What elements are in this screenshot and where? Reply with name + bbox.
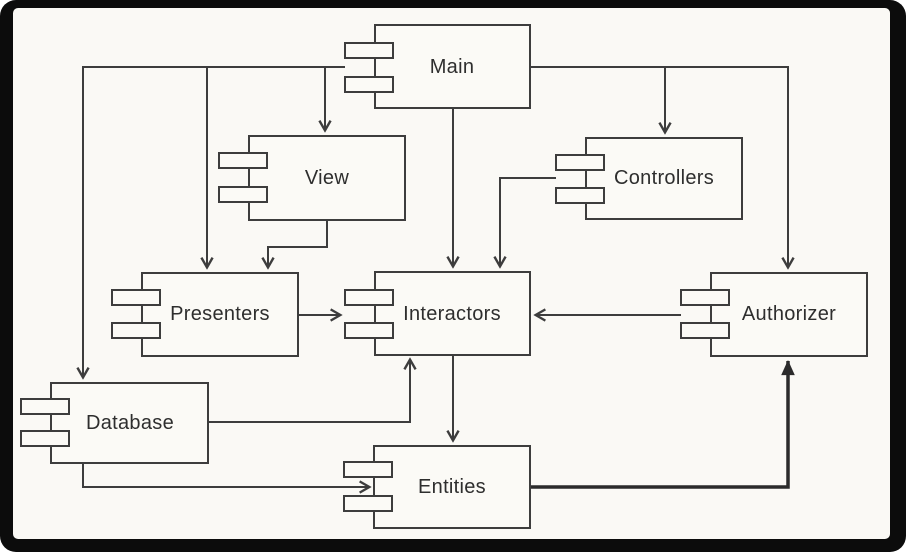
edge-database-to-interactors (208, 360, 410, 423)
uml-component-icon (343, 461, 393, 478)
component-box (374, 24, 531, 109)
uml-component-icon (680, 289, 730, 306)
component-database: Database (20, 382, 209, 464)
uml-component-icon (218, 186, 268, 203)
component-main: Main (344, 24, 531, 109)
component-label: Entities (418, 476, 486, 498)
uml-component-icon (344, 76, 394, 93)
uml-component-icon (344, 289, 394, 306)
uml-component-icon (20, 430, 70, 447)
edge-main-to-database (83, 66, 345, 377)
component-view: View (218, 135, 406, 221)
uml-component-icon (344, 322, 394, 339)
component-authorizer: Authorizer (680, 272, 868, 357)
component-entities: Entities (343, 445, 531, 529)
component-label: Main (430, 56, 475, 78)
component-box (50, 382, 209, 464)
component-label: Controllers (614, 167, 714, 189)
uml-component-icon (555, 187, 605, 204)
component-box (710, 272, 868, 357)
component-label: Authorizer (742, 303, 836, 325)
component-interactors: Interactors (344, 271, 531, 356)
edge-entities-to-authorizer (530, 360, 795, 489)
uml-component-icon (680, 322, 730, 339)
edge-main-to-authorizer (530, 66, 788, 267)
component-box (585, 137, 743, 220)
component-box (141, 272, 299, 357)
component-presenters: Presenters (111, 272, 299, 357)
uml-component-icon (343, 495, 393, 512)
uml-component-icon (555, 154, 605, 171)
component-label: Interactors (403, 303, 501, 325)
edge-database-to-entities (82, 463, 369, 487)
uml-component-icon (111, 289, 161, 306)
component-label: Presenters (170, 303, 270, 325)
component-box (248, 135, 406, 221)
uml-component-icon (20, 398, 70, 415)
component-label: Database (86, 412, 174, 434)
edge-controllers-to-interactors (500, 177, 556, 266)
uml-component-icon (344, 42, 394, 59)
component-box (373, 445, 531, 529)
component-label: View (305, 167, 349, 189)
uml-component-icon (111, 322, 161, 339)
edges (82, 66, 795, 489)
edge-view-to-presenters (268, 220, 328, 267)
component-box (374, 271, 531, 356)
component-controllers: Controllers (555, 137, 743, 220)
uml-component-icon (218, 152, 268, 169)
